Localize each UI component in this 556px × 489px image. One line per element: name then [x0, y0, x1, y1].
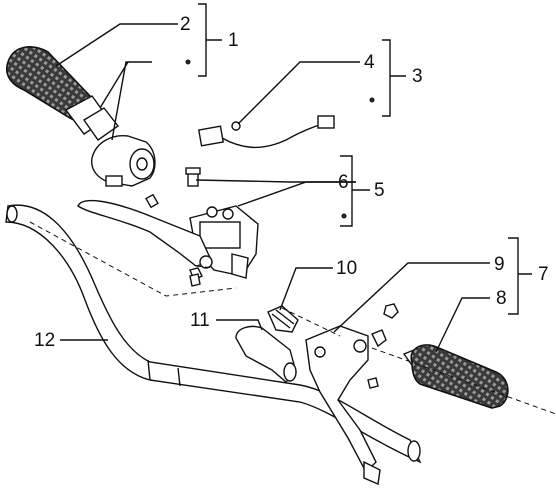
handlebar: [5, 204, 422, 464]
callout-2: 2: [180, 14, 191, 35]
callout-12: 12: [34, 330, 55, 351]
callout-3: 3: [412, 66, 423, 87]
lever-housing: [235, 325, 297, 383]
callout-5: 5: [374, 180, 385, 201]
rear-brake-lever: [305, 325, 381, 486]
callout-9: 9: [494, 254, 505, 275]
cable-adjuster: [267, 305, 299, 333]
assembly-line-lever: [195, 265, 215, 269]
callout-1: 1: [228, 30, 239, 51]
left-grip: [6, 46, 120, 141]
assembly-line-left: [29, 221, 237, 297]
callout-7: 7: [538, 264, 549, 285]
leader-lines: [55, 23, 490, 353]
front-brake-lever: [77, 193, 213, 269]
callout-10: 10: [336, 258, 357, 279]
callouts: 1 2 3 4 5 6 7 8 9 10 11 12: [34, 14, 549, 351]
callout-11: 11: [190, 310, 210, 331]
callout-6: 6: [338, 172, 349, 193]
right-grip: [402, 344, 509, 409]
assembly-line-right: [371, 347, 556, 415]
assembly-line-mid: [281, 307, 341, 337]
brackets: [198, 3, 532, 315]
callout-4: 4: [364, 52, 375, 73]
stop-light-switch: [197, 115, 335, 149]
callout-8: 8: [496, 288, 507, 309]
small-nuts: [189, 273, 399, 389]
left-switch-housing: [91, 135, 156, 187]
